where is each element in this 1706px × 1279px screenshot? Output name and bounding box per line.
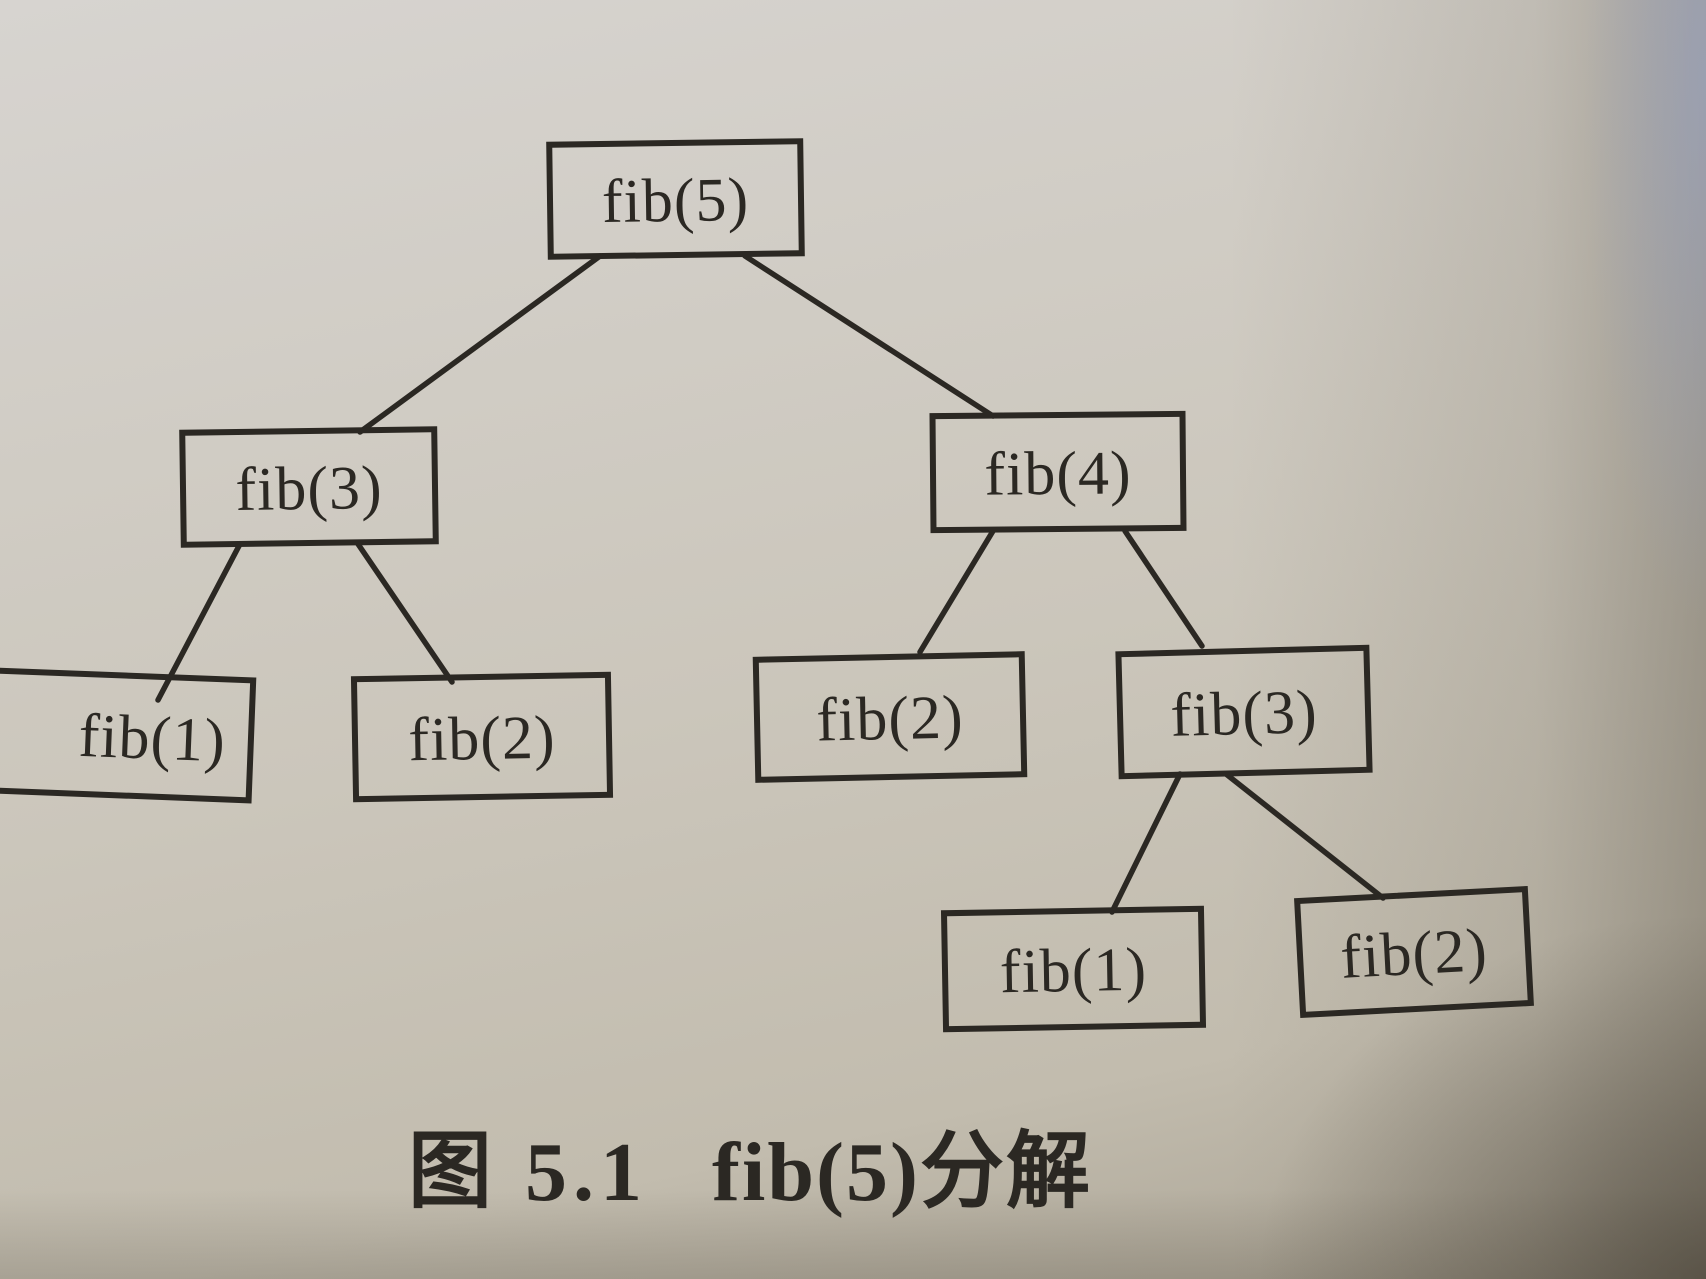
edge-fib4-fib2-mid — [917, 528, 996, 655]
edge-fib3-left-fib2-left — [355, 541, 455, 685]
figure-caption-number: 图 5.1 — [408, 1126, 649, 1219]
tree-node-fib1-left-label: fib(1) — [77, 701, 228, 775]
tree-node-fib3-left-label: fib(3) — [234, 453, 384, 524]
edge-fib3-right-fib1-right — [1109, 771, 1183, 915]
tree-node-fib1-left: fib(1) — [0, 666, 257, 804]
tree-node-fib3-left: fib(3) — [179, 426, 439, 548]
tree-node-fib2-mid-label: fib(2) — [815, 682, 965, 755]
tree-node-fib1-right: fib(1) — [940, 905, 1207, 1033]
tree-node-fib5: fib(5) — [546, 138, 805, 260]
tree-node-fib2-mid: fib(2) — [752, 651, 1028, 783]
tree-node-fib2-right-label: fib(2) — [1338, 915, 1490, 992]
tree-node-fib3-right-label: fib(3) — [1169, 677, 1319, 750]
edge-fib4-fib3-right — [1122, 528, 1205, 649]
tree-node-fib4-label: fib(4) — [984, 438, 1132, 509]
tree-node-fib1-right-label: fib(1) — [999, 935, 1148, 1006]
tree-node-fib2-right: fib(2) — [1294, 885, 1534, 1019]
tree-node-fib4: fib(4) — [929, 410, 1187, 534]
tree-node-fib3-right: fib(3) — [1115, 644, 1373, 780]
edge-fib3-left-fib1-left — [155, 541, 243, 703]
edge-fib5-fib3-left — [357, 253, 603, 435]
edge-fib5-fib4 — [742, 253, 996, 419]
figure-caption: 图 5.1 fib(5)分解 — [408, 1104, 1092, 1225]
tree-node-fib5-label: fib(5) — [601, 165, 750, 236]
edge-fib3-right-fib2-right — [1223, 771, 1386, 901]
figure-caption-title: fib(5)分解 — [712, 1126, 1092, 1219]
tree-node-fib2-left-label: fib(2) — [407, 703, 557, 774]
tree-node-fib2-left: fib(2) — [350, 671, 614, 803]
